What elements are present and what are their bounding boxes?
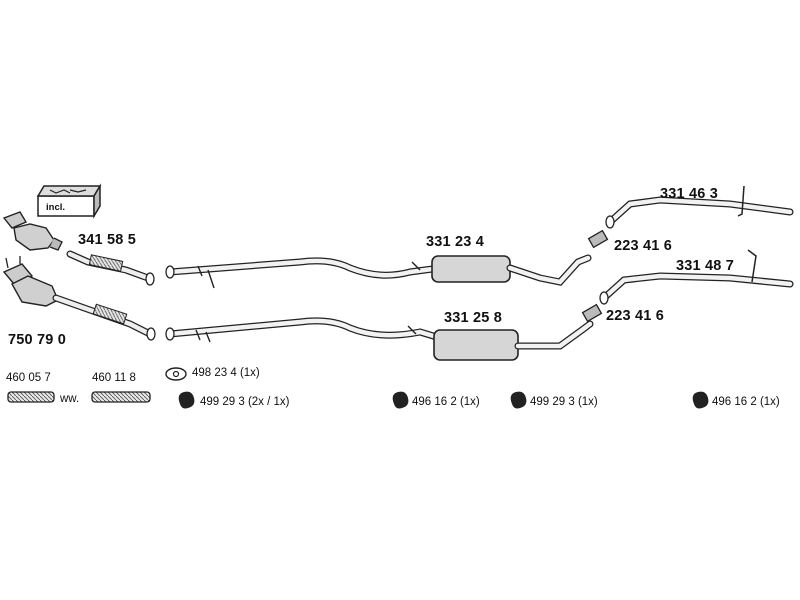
flex-460-11-8-icon xyxy=(91,391,151,403)
middle-silencer-bottom-label: 331 25 8 xyxy=(444,310,503,326)
rear-silencer-bottom-label: 331 48 7 xyxy=(676,258,735,274)
middle-silencer-top-label: 331 23 4 xyxy=(426,234,485,250)
rear-silencer-331-46-3 xyxy=(605,185,794,229)
gasket-icon xyxy=(165,367,187,381)
rear-silencer-top-label: 331 46 3 xyxy=(660,186,719,202)
clamp-223-41-6-bottom-icon xyxy=(581,303,603,323)
rubber-mount-1-label: 499 29 3 (2x / 1x) xyxy=(200,396,290,408)
kit-box-label: incl. xyxy=(46,202,66,213)
rubber-mount-3-label: 499 29 3 (1x) xyxy=(530,396,598,408)
rubber-mount-2-label: 496 16 2 (1x) xyxy=(412,396,480,408)
front-pipe-341-58-5 xyxy=(66,250,155,286)
flex-b-label: 460 11 8 xyxy=(92,372,136,384)
rubber-mount-icon xyxy=(392,391,409,409)
catalyst-750-79-0 xyxy=(2,256,156,341)
rubber-mount-icon xyxy=(510,391,527,409)
top-catalyst-icon xyxy=(2,211,63,251)
flex-460-05-7-icon xyxy=(7,391,55,403)
clamp-bottom-label: 223 41 6 xyxy=(606,308,665,324)
catalyst-label: 750 79 0 xyxy=(8,332,67,348)
kit-box-icon xyxy=(36,183,102,219)
rear-silencer-331-48-7 xyxy=(599,249,794,305)
gasket-label: 498 23 4 (1x) xyxy=(192,367,260,379)
front-pipe-label: 341 58 5 xyxy=(78,232,137,248)
rubber-mount-4-label: 496 16 2 (1x) xyxy=(712,396,780,408)
rubber-mount-icon xyxy=(178,391,195,409)
flex-ww-label: ww. xyxy=(60,393,80,405)
rubber-mount-icon xyxy=(692,391,709,409)
middle-silencer-331-25-8 xyxy=(165,317,594,361)
flex-a-label: 460 05 7 xyxy=(6,372,51,384)
clamp-223-41-6-top-icon xyxy=(587,229,609,249)
clamp-top-label: 223 41 6 xyxy=(614,238,673,254)
middle-silencer-331-23-4 xyxy=(165,254,592,289)
